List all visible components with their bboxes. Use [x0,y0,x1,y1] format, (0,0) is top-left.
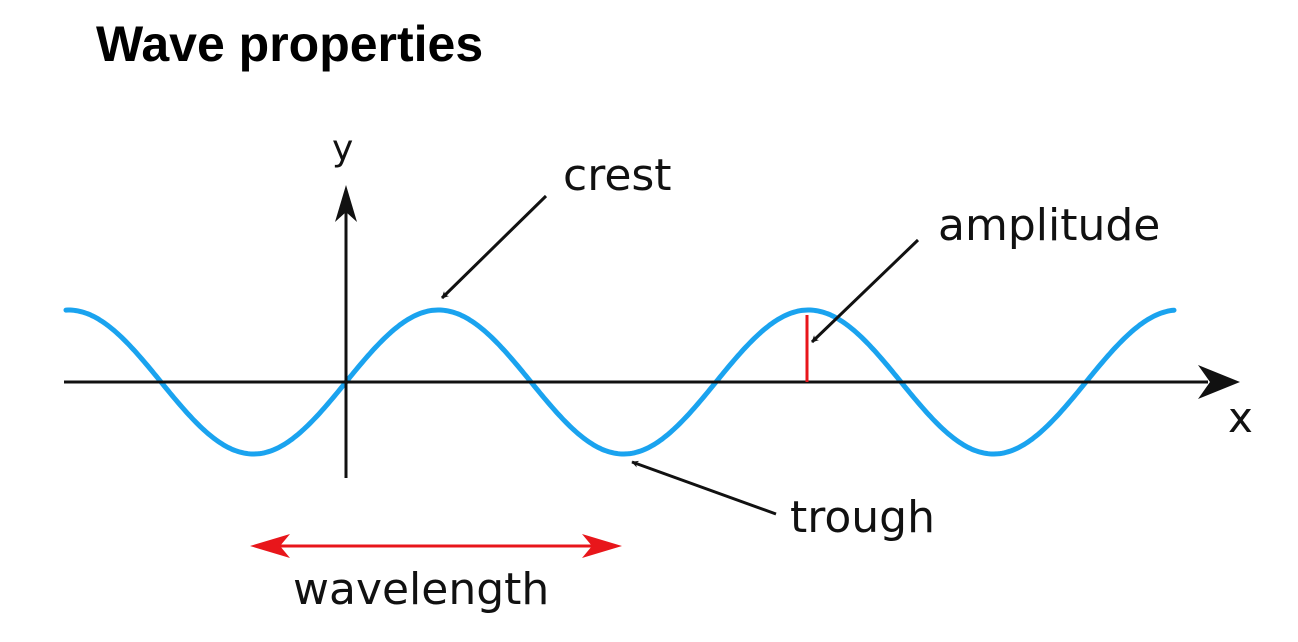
trough-label: trough [790,492,935,543]
page-title: Wave properties [96,16,484,72]
trough-arrow [631,460,777,516]
crest-label: crest [563,150,672,201]
wave-curve [63,307,1177,457]
wavelength-arrowhead-right [582,534,622,558]
crest-arrow [440,194,548,300]
amplitude-arrow [810,238,920,344]
y-axis-arrowhead [335,185,357,222]
amplitude-label: amplitude [938,200,1160,251]
x-axis-arrowhead [1198,365,1240,399]
x-axis-label: x [1228,393,1253,442]
y-axis-label: y [332,128,353,169]
wavelength-label: wavelength [293,564,549,615]
wavelength-arrowhead-left [250,534,290,558]
